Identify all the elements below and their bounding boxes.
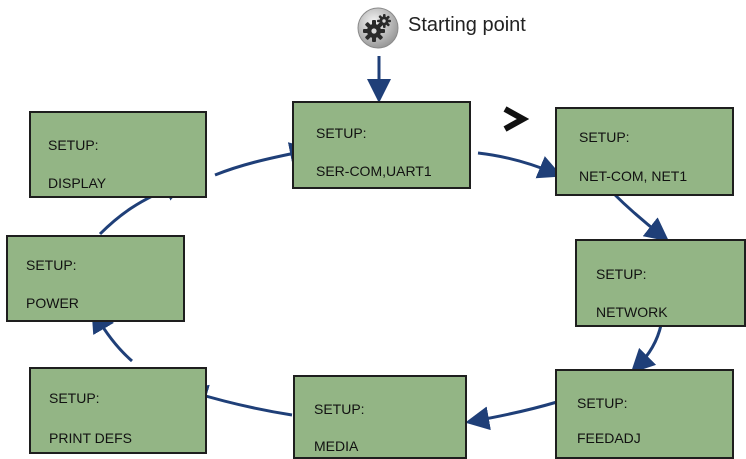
starting-point-label: Starting point [408, 14, 526, 36]
screen-line2: DISPLAY [48, 175, 107, 191]
screen-line1: SETUP: [316, 125, 367, 141]
arrow-feedadj-to-media [465, 400, 558, 431]
screen-line1: SETUP: [49, 390, 100, 406]
screen-ser-com: SETUP: SER-COM,UART1 [292, 101, 471, 189]
screen-line1: SETUP: [314, 401, 365, 417]
arrow-network-to-feedadj [630, 324, 663, 374]
gears-icon [357, 7, 399, 49]
screen-line1: SETUP: [596, 266, 647, 282]
screen-media: SETUP: MEDIA [293, 375, 467, 459]
screen-line1: SETUP: [26, 257, 77, 273]
screen-line2: NETWORK [596, 304, 668, 320]
screen-power: SETUP: POWER [6, 235, 185, 322]
screen-line2: SER-COM,UART1 [316, 163, 432, 179]
screen-net-com: SETUP: NET-COM, NET1 [555, 107, 734, 196]
screen-display: SETUP: DISPLAY [29, 111, 207, 198]
arrow-media-to-print-defs [183, 384, 293, 417]
chevron-right-icon [503, 106, 529, 132]
screen-line1: SETUP: [579, 129, 630, 145]
arrow-print-defs-to-power [91, 308, 133, 363]
screen-line2: PRINT DEFS [49, 430, 132, 446]
screen-line2: NET-COM, NET1 [579, 168, 688, 184]
screen-network: SETUP: NETWORK [575, 239, 746, 327]
screen-line1: SETUP: [577, 395, 628, 411]
screen-line1: SETUP: [48, 137, 99, 153]
screen-line2: FEEDADJ [577, 430, 641, 446]
screen-line2: POWER [26, 295, 79, 311]
screen-print-defs: SETUP: PRINT DEFS [29, 367, 207, 454]
screen-line2: MEDIA [314, 438, 359, 454]
screen-feedadj: SETUP: FEEDADJ [555, 369, 734, 459]
arrow-net-com-to-network [610, 190, 670, 242]
arrow-ser-com-to-net-com [477, 151, 563, 179]
